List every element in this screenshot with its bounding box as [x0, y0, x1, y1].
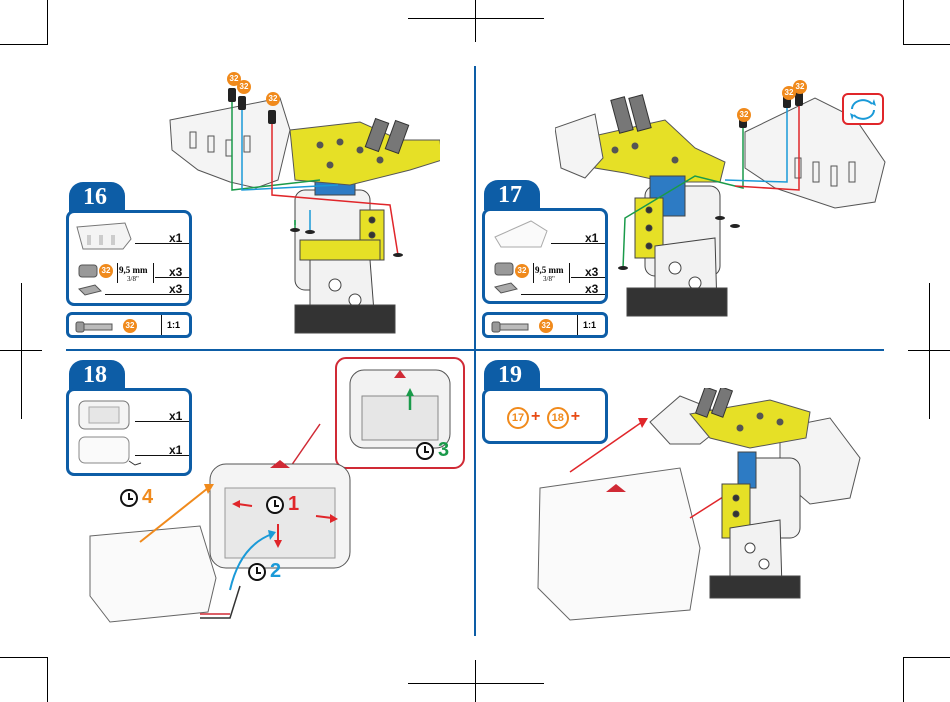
- sequence-number-4: 4: [142, 486, 153, 509]
- qty-label: x1: [169, 231, 182, 245]
- crop-mark: [408, 18, 544, 19]
- screw-scale-box-17: 32 1:1: [482, 312, 608, 338]
- sequence-number-3: 3: [438, 439, 449, 462]
- crop-mark: [903, 657, 950, 658]
- sequence-number-1: 1: [288, 493, 299, 516]
- clock-icon: [266, 496, 284, 514]
- crop-mark: [0, 657, 47, 658]
- screw-scale-icon: [491, 320, 531, 334]
- clock-icon: [120, 489, 138, 507]
- screw-part-badge: 32: [737, 108, 751, 122]
- crop-mark: [47, 657, 48, 702]
- step-number-17: 17: [484, 180, 540, 210]
- step-number-19: 19: [484, 360, 540, 390]
- screw-part-badge: 32: [515, 264, 529, 278]
- qty-label: x3: [169, 265, 182, 279]
- crop-mark: [47, 0, 48, 45]
- parts-list-16: x1 32 9,5 mm 3/8" x3 x3: [66, 210, 192, 306]
- screw-size-imperial: 3/8": [127, 275, 139, 283]
- step16-illustration: [160, 70, 440, 340]
- crop-mark: [21, 283, 22, 419]
- clock-icon: [248, 563, 266, 581]
- crop-mark: [908, 350, 950, 351]
- screw-size: 9,5 mm: [119, 265, 148, 275]
- claw-part-icon: [491, 217, 551, 251]
- crop-mark: [408, 683, 544, 684]
- screw-scale-icon: [75, 320, 115, 334]
- screw-part-badge: 32: [793, 80, 807, 94]
- qty-label: x1: [585, 231, 598, 245]
- crop-mark: [903, 0, 904, 45]
- vertical-divider: [474, 66, 476, 636]
- qty-label: x3: [585, 265, 598, 279]
- crop-mark: [475, 660, 476, 702]
- screw-part-badge: 32: [539, 319, 553, 333]
- scale-label: 1:1: [167, 320, 180, 330]
- screw-size-imperial: 3/8": [543, 275, 555, 283]
- screw-part-badge: 32: [123, 319, 137, 333]
- screw-size: 9,5 mm: [535, 265, 564, 275]
- qty-label: x3: [585, 282, 598, 296]
- screw-scale-box-16: 32 1:1: [66, 312, 192, 338]
- crop-mark: [903, 657, 904, 702]
- crop-mark: [0, 350, 42, 351]
- step-number-16: 16: [69, 182, 125, 212]
- rotate-view-icon: [842, 93, 884, 125]
- screw-part-badge: 32: [237, 80, 251, 94]
- crop-mark: [903, 44, 950, 45]
- screw-part-badge: 32: [99, 264, 113, 278]
- crop-mark: [929, 283, 930, 419]
- step19-illustration: [530, 388, 890, 638]
- crop-mark: [475, 0, 476, 42]
- crop-mark: [0, 44, 47, 45]
- screw-part-badge: 32: [266, 92, 280, 106]
- qty-label: x3: [169, 282, 182, 296]
- clock-icon: [416, 442, 434, 460]
- step-ref-17: 17: [507, 407, 529, 429]
- parts-list-17: x1 32 9,5 mm 3/8" x3 x3: [482, 208, 608, 304]
- scale-label: 1:1: [583, 320, 596, 330]
- claw-part-icon: [75, 219, 135, 253]
- sequence-number-2: 2: [270, 560, 281, 583]
